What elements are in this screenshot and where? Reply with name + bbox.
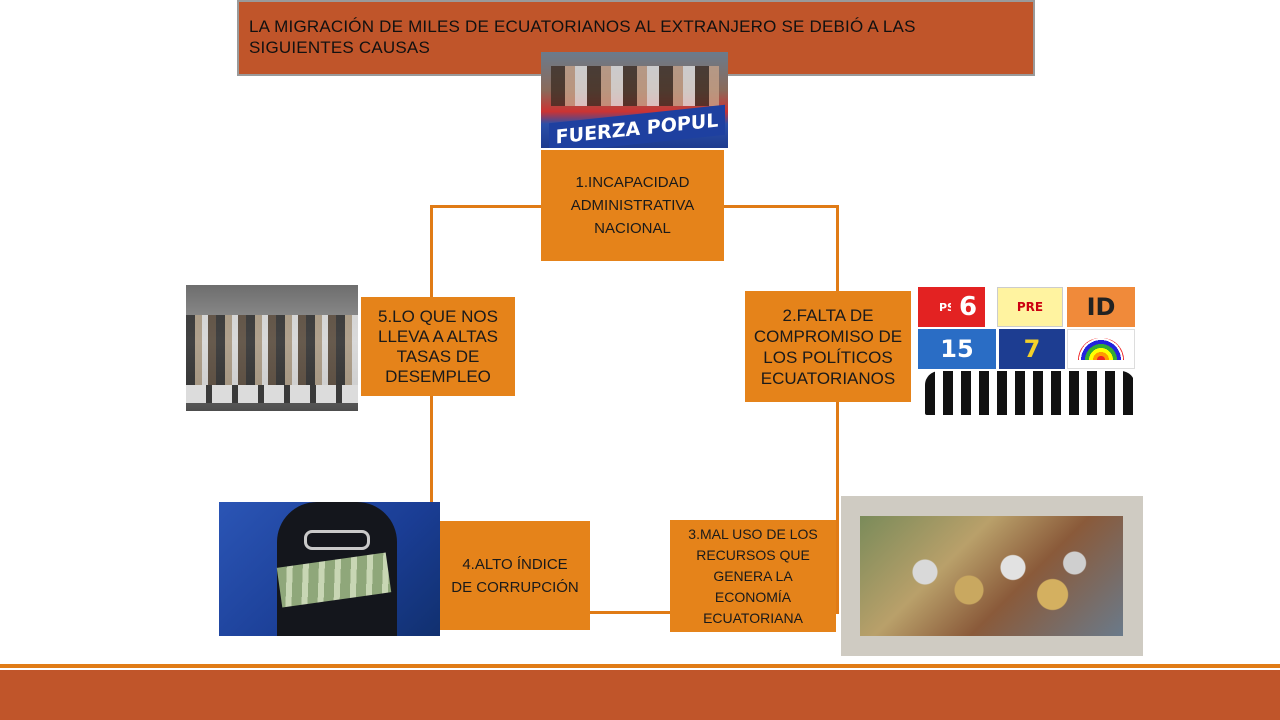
cause-node-5: 5.LO QUE NOS LLEVA A ALTAS TASAS DE DESE…: [361, 297, 515, 396]
rainbow-icon: [1078, 338, 1124, 360]
people-silhouettes: [925, 371, 1135, 415]
job-signs: [186, 385, 358, 403]
political-party-logos: PSC 6 PRE ID 15 7: [915, 285, 1138, 417]
cause-node-3: 3.MAL USO DE LOS RECURSOS QUE GENERA LA …: [670, 520, 836, 632]
logo-prian-7: 7: [999, 329, 1065, 369]
coins: [881, 536, 1101, 626]
currency-coins-photo: [841, 496, 1143, 656]
cause-label-1: 1.INCAPACIDAD ADMINISTRATIVA NACIONAL: [570, 174, 695, 237]
waiting-people: [186, 315, 358, 385]
unemployed-line-photo: [186, 285, 358, 411]
footer-accent-line: [0, 664, 1280, 668]
logo-pre: PRE: [997, 287, 1063, 327]
cause-node-1: 1.INCAPACIDAD ADMINISTRATIVA NACIONAL: [541, 150, 724, 261]
logo-pachakutik: [1067, 329, 1135, 369]
cause-label-4: 4.ALTO ÍNDICE DE CORRUPCIÓN: [451, 555, 579, 596]
handcuffs-icon: [304, 530, 370, 550]
rally-crowd: [551, 66, 719, 106]
corruption-handcuffs-photo: [219, 502, 440, 636]
cause-label-5: 5.LO QUE NOS LLEVA A ALTAS TASAS DE DESE…: [377, 306, 499, 386]
logo-mpd-15: 15: [918, 329, 996, 369]
political-rally-photo: FUERZA POPUL: [541, 52, 728, 148]
footer-bar: [0, 670, 1280, 720]
rally-banner: FUERZA POPUL: [549, 104, 725, 148]
cause-node-2: 2.FALTA DE COMPROMISO DE LOS POLÍTICOS E…: [745, 291, 911, 402]
cause-label-3: 3.MAL USO DE LOS RECURSOS QUE GENERA LA …: [688, 525, 818, 626]
logo-la-6: 6: [951, 287, 985, 327]
logo-id: ID: [1067, 287, 1135, 327]
cause-label-2: 2.FALTA DE COMPROMISO DE LOS POLÍTICOS E…: [753, 305, 903, 388]
cause-node-4: 4.ALTO ÍNDICE DE CORRUPCIÓN: [440, 521, 590, 630]
